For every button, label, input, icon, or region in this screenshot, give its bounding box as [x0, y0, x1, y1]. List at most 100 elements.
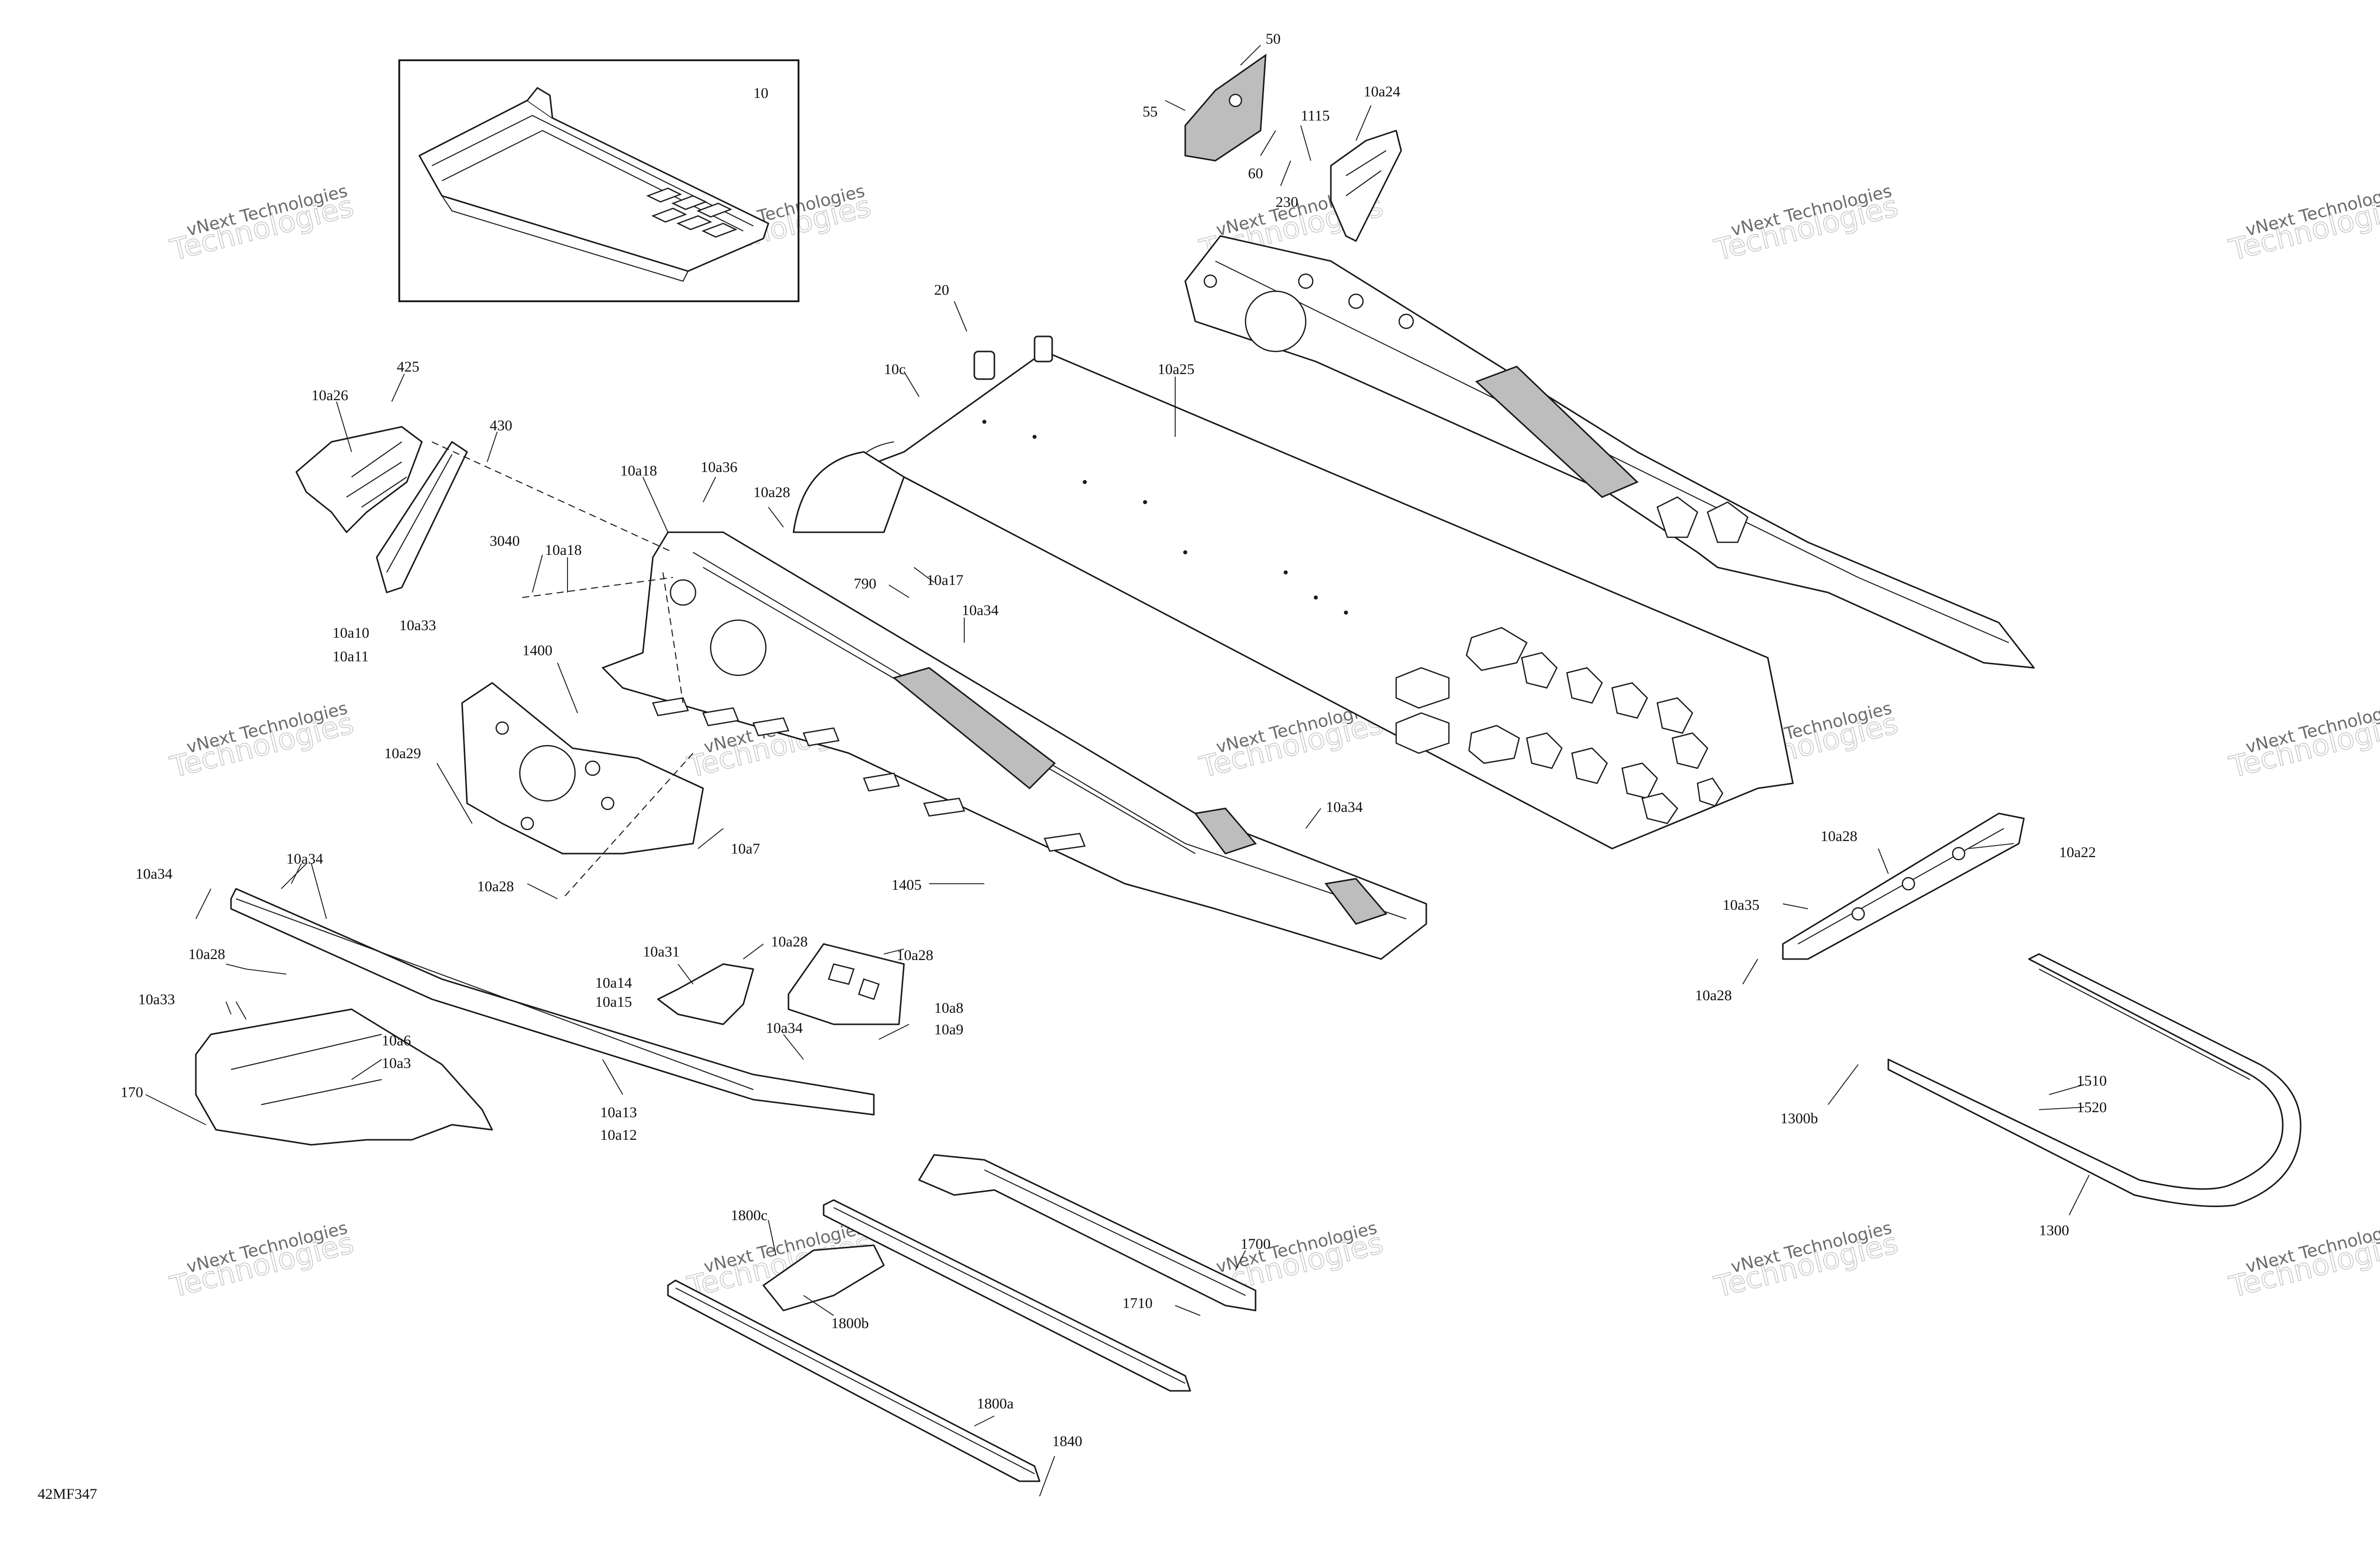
- callout-10a15: 10a15: [595, 994, 632, 1010]
- rail-10a13: [230, 888, 875, 1116]
- callout-430: 430: [490, 417, 512, 434]
- tunnel-bosses: [973, 335, 1053, 380]
- callout-1520: 1520: [2077, 1099, 2107, 1116]
- bracket-1800b: [762, 1244, 885, 1312]
- left-side-frame: [602, 531, 1427, 960]
- callout-10a6: 10a6: [382, 1032, 411, 1049]
- callout-10a26: 10a26: [311, 387, 348, 404]
- callout-10a13: 10a13: [600, 1104, 637, 1121]
- callout-10a28-right-lower: 10a28: [1695, 987, 1732, 1004]
- callout-10a7: 10a7: [731, 841, 760, 857]
- bracket-10a8: [787, 943, 905, 1025]
- inset-label: 10: [753, 85, 768, 101]
- callout-20: 20: [934, 282, 949, 298]
- tunnel-cutouts: [1395, 627, 1724, 824]
- callout-1300b: 1300b: [1780, 1110, 1818, 1127]
- callout-10a31: 10a31: [643, 943, 679, 960]
- callout-10a3: 10a3: [382, 1055, 411, 1072]
- callout-1710: 1710: [1122, 1295, 1153, 1312]
- callout-425: 425: [397, 359, 419, 375]
- callout-10a18-lower: 10a18: [545, 542, 582, 558]
- callout-10a28-left: 10a28: [477, 878, 514, 895]
- callout-10a34-far-left: 10a34: [136, 866, 172, 882]
- callout-230: 230: [1276, 194, 1298, 210]
- callout-1840: 1840: [1052, 1433, 1082, 1450]
- callout-3040: 3040: [490, 533, 520, 549]
- watermark: Technologies vNext Technologies: [166, 181, 358, 268]
- callout-10a28-upper: 10a28: [753, 484, 790, 501]
- shield-50: [1184, 53, 1267, 162]
- bumper-1300: [1887, 953, 2302, 1207]
- rail-10a22: [1782, 812, 2025, 960]
- callout-1400: 1400: [522, 642, 552, 659]
- watermark: Technologies vNext Technologies: [1711, 1218, 1902, 1304]
- callout-1700: 1700: [1240, 1236, 1271, 1252]
- bracket-10a24: [1330, 130, 1402, 242]
- skid-plate-10a6: [195, 1008, 493, 1146]
- runner-1800a: [667, 1279, 1041, 1482]
- bracket-10a14: [657, 963, 754, 1025]
- watermark: Technologies vNext Technologies: [2225, 698, 2380, 785]
- bearing-hole: [710, 619, 767, 676]
- watermark: Technologies vNext Technologies: [166, 1218, 358, 1304]
- callout-10a29: 10a29: [384, 745, 421, 762]
- callout-10a33-lower: 10a33: [138, 991, 175, 1008]
- callout-1510: 1510: [2077, 1073, 2107, 1089]
- callout-790: 790: [854, 575, 876, 592]
- bracket-dashed-lines: [431, 441, 694, 899]
- callout-1800b: 1800b: [831, 1315, 869, 1332]
- callout-10a34-lower: 10a34: [766, 1020, 803, 1036]
- tunnel-fastener-holes: [982, 420, 1348, 615]
- callout-10a28-lower-left: 10a28: [188, 946, 225, 963]
- callout-10a22: 10a22: [2059, 844, 2096, 861]
- inset-assembly-view: 10: [398, 59, 800, 302]
- callout-10a34-right: 10a34: [1326, 799, 1363, 815]
- callout-10a9: 10a9: [934, 1021, 963, 1038]
- watermark: Technologies vNext Technologies: [2225, 1218, 2380, 1304]
- callout-10a28-center: 10a28: [771, 933, 808, 950]
- runner-1800c: [823, 1199, 1191, 1392]
- callout-1300: 1300: [2039, 1222, 2069, 1239]
- callout-10a8: 10a8: [934, 1000, 963, 1016]
- callout-10a36: 10a36: [701, 459, 737, 476]
- watermark: Technologies vNext Technologies: [2225, 181, 2380, 268]
- callout-1405: 1405: [891, 877, 922, 893]
- right-side-frame: [1184, 235, 2035, 669]
- callout-170: 170: [121, 1084, 143, 1101]
- callout-10a25: 10a25: [1158, 361, 1194, 378]
- bracket-10a10: [376, 441, 468, 594]
- callout-10c: 10c: [884, 361, 905, 378]
- inset-tunnel-assembly: [418, 87, 769, 282]
- callout-10a34-rail: 10a34: [286, 851, 323, 867]
- callout-10a14: 10a14: [595, 975, 632, 991]
- callout-10a28-bracket: 10a28: [896, 947, 933, 964]
- callout-10a10: 10a10: [332, 625, 369, 641]
- side-slots: [652, 697, 1086, 852]
- runner-1700: [918, 1154, 1257, 1312]
- callout-1115: 1115: [1301, 107, 1330, 124]
- bracket-10a26: [295, 426, 423, 533]
- callout-10a18-upper: 10a18: [620, 462, 657, 479]
- watermark: Technologies vNext Technologies: [1711, 181, 1902, 268]
- callout-10a35: 10a35: [1723, 897, 1759, 913]
- callout-10a24: 10a24: [1364, 83, 1400, 100]
- callout-10a17: 10a17: [927, 572, 963, 588]
- drawing-id: 42MF347: [38, 1486, 97, 1502]
- callout-10a34-center: 10a34: [962, 602, 998, 619]
- callout-50: 50: [1266, 31, 1281, 47]
- front-plate-10a29: [461, 682, 704, 855]
- callout-55: 55: [1143, 103, 1158, 120]
- callout-10a28-right-upper: 10a28: [1821, 828, 1857, 845]
- callout-labels: 10a26 425 430 3040 10a18 10a18 10a10 10a…: [121, 31, 2107, 1450]
- side-vent: [892, 667, 1056, 790]
- callout-1800a: 1800a: [977, 1395, 1013, 1412]
- callout-60: 60: [1248, 165, 1263, 182]
- watermark: Technologies vNext Technologies: [166, 698, 358, 785]
- tunnel-10c: [792, 335, 1794, 850]
- callout-10a12: 10a12: [600, 1127, 637, 1143]
- leader-lines: [145, 45, 2090, 1497]
- callout-1800c: 1800c: [731, 1207, 767, 1224]
- callout-10a33-upper: 10a33: [399, 617, 436, 634]
